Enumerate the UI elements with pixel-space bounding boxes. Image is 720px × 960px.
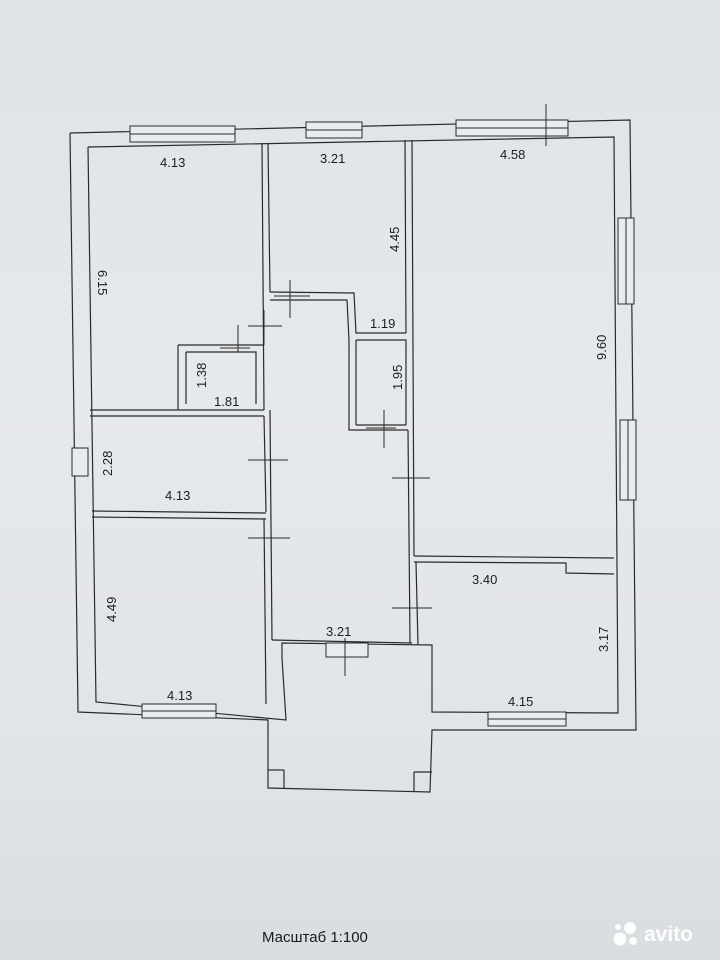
dim-corridor-notch: 1.19 [370, 316, 395, 331]
dim-room-nw-height: 6.15 [95, 270, 110, 295]
window-porch [325, 642, 369, 658]
dim-room-se-bottom-width: 4.15 [508, 694, 533, 709]
watermark: avito [612, 920, 706, 948]
dim-bath-height: 1.95 [390, 365, 405, 390]
window-west-1 [71, 447, 89, 477]
dim-closet-width: 1.81 [214, 394, 239, 409]
dim-room-nw-width: 4.13 [160, 155, 185, 170]
outer-walls [69, 119, 637, 793]
dim-room-se-width: 3.40 [472, 572, 497, 587]
avito-wordmark: avito [644, 923, 693, 946]
dim-room-se-height: 3.17 [596, 627, 611, 652]
dim-closet-height: 1.38 [194, 363, 209, 388]
dim-room-top-center-height: 4.45 [387, 227, 402, 252]
dim-room-w-mid-height: 2.28 [100, 451, 115, 476]
dim-room-top-center-width: 3.21 [320, 151, 345, 166]
svg-text:avito: avito [644, 923, 693, 946]
dim-room-ne-height: 9.60 [594, 335, 609, 360]
dim-porch-width: 3.21 [326, 624, 351, 639]
dimension-labels: 4.13 6.15 3.21 4.45 1.19 4.58 9.60 1.38 … [95, 147, 611, 709]
avito-logo-icon [613, 922, 637, 946]
dim-room-w-mid-width: 4.13 [165, 488, 190, 503]
dim-room-sw-height: 4.49 [104, 597, 119, 622]
dim-room-ne-width: 4.58 [500, 147, 525, 162]
doors [220, 280, 432, 676]
dim-room-sw-width: 4.13 [167, 688, 192, 703]
scale-label: Масштаб 1:100 [262, 929, 368, 946]
interior-walls [90, 139, 615, 792]
windows [71, 104, 637, 727]
